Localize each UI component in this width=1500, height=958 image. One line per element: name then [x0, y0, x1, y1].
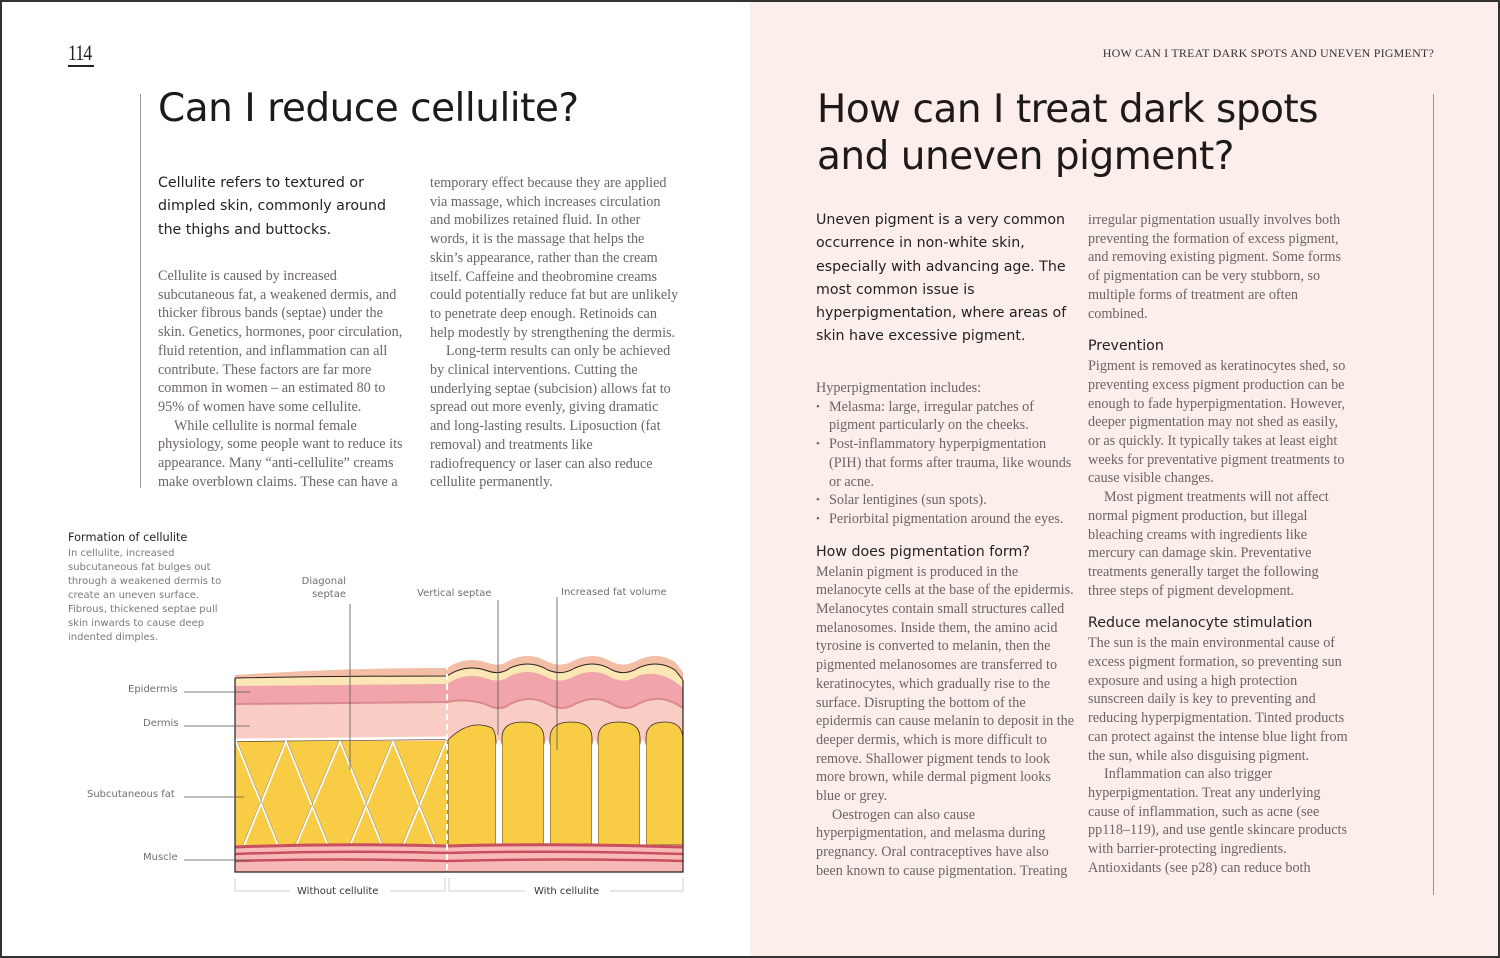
label-diagonal-septae: Diagonal septae	[301, 576, 346, 600]
paragraph: Pigment is removed as keratinocytes shed…	[1088, 358, 1346, 487]
skin-cross-section-illustration	[184, 597, 684, 892]
paragraph: temporary effect because they are applie…	[430, 175, 679, 341]
subhead-prevention: Prevention	[1088, 338, 1164, 355]
figure-caption: In cellulite, increased subcutaneous fat…	[68, 548, 222, 643]
label-muscle: Muscle	[143, 852, 178, 863]
label-with-cellulite: With cellulite	[534, 886, 600, 897]
label-epidermis: Epidermis	[128, 684, 178, 695]
label-increased-fat-volume: Increased fat volume	[561, 587, 667, 598]
left-body-column-1: Cellulite is caused by increased subcuta…	[158, 267, 408, 491]
list-item: Post-inflammatory hyperpigmentation (PIH…	[816, 435, 1078, 491]
subhead-how-does-pigmentation-form: How does pigmentation form?	[816, 543, 1030, 560]
left-page: 114 Can I reduce cellulite? Cellulite re…	[0, 40, 750, 910]
paragraph: Oestrogen can also cause hyperpigmentati…	[816, 806, 1068, 879]
hyperpigmentation-list: Melasma: large, irregular patches of pig…	[816, 398, 1078, 529]
right-vertical-rule	[1433, 94, 1434, 895]
paragraph: The sun is the main environmental cause …	[1088, 635, 1348, 764]
paragraph: Most pigment treatments will not affect …	[1088, 489, 1329, 599]
list-item: Solar lentigines (sun spots).	[816, 491, 1078, 510]
list-item: Periorbital pigmentation around the eyes…	[816, 510, 1078, 529]
paragraph: Inflammation can also trigger hyperpigme…	[1088, 766, 1347, 876]
paragraph: Cellulite is caused by increased subcuta…	[158, 268, 403, 415]
right-body-column-2: irregular pigmentation usually involves …	[1088, 211, 1350, 878]
left-body-column-2: temporary effect because they are applie…	[430, 174, 680, 492]
page-number: 114	[68, 40, 92, 65]
cellulite-diagram: Epidermis Dermis Subcutaneous fat Muscle…	[0, 560, 750, 910]
left-vertical-rule	[140, 94, 141, 488]
page-number-underline	[68, 65, 94, 67]
paragraph: irregular pigmentation usually involves …	[1088, 212, 1341, 322]
label-subcutaneous-fat: Subcutaneous fat	[87, 789, 175, 800]
paragraph: Long-term results can only be achieved b…	[430, 343, 671, 491]
list-intro: Hyperpigmentation includes:	[816, 380, 982, 396]
label-without-cellulite: Without cellulite	[297, 886, 379, 897]
subhead-reduce-melanocyte-stimulation: Reduce melanocyte stimulation	[1088, 615, 1313, 632]
right-intro: Uneven pigment is a very common occurren…	[816, 212, 1067, 345]
label-dermis: Dermis	[143, 718, 179, 729]
left-headline: Can I reduce cellulite?	[158, 86, 579, 131]
paragraph: Melanin pigment is produced in the melan…	[816, 563, 1075, 805]
left-intro: Cellulite refers to textured or dimpled …	[158, 175, 387, 238]
right-headline: How can I treat dark spots and uneven pi…	[817, 87, 1319, 179]
paragraph: While cellulite is normal female physiol…	[158, 417, 403, 490]
right-body-column-1: Hyperpigmentation includes: Melasma: lar…	[816, 379, 1078, 881]
label-vertical-septae: Vertical septae	[417, 588, 492, 599]
running-head: How can I treat dark spots and uneven pi…	[1102, 46, 1434, 60]
list-item: Melasma: large, irregular patches of pig…	[816, 398, 1078, 435]
figure-title: Formation of cellulite	[68, 531, 188, 544]
